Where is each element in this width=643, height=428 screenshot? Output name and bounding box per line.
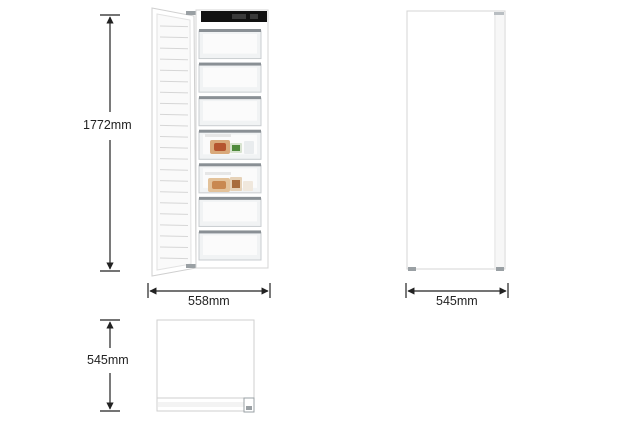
door-shelf-line <box>159 91 189 94</box>
width-open-dimension <box>147 283 271 298</box>
drawer-rim-2 <box>199 62 261 66</box>
door-shelf-line <box>159 235 189 238</box>
door-shelf-line <box>159 36 189 39</box>
door-shelf-line <box>159 257 189 260</box>
freezer-closed-front <box>406 10 506 271</box>
door-shelf-line <box>159 191 189 193</box>
door-shelf-line <box>159 213 189 215</box>
top-view-body <box>156 319 255 412</box>
foot-right <box>496 267 504 271</box>
depth-dimension <box>100 319 120 412</box>
bottom-hinge <box>186 264 196 268</box>
width-open-label: 558mm <box>188 294 230 308</box>
door-shelf-line <box>159 246 189 249</box>
door-shelf-line <box>159 158 189 160</box>
drawer-rim-6 <box>199 196 261 200</box>
width-closed-dimension <box>405 283 509 298</box>
door-shelf-line <box>159 124 189 127</box>
depth-label: 545mm <box>87 353 129 367</box>
height-dimension <box>100 14 120 272</box>
door-shelves <box>159 25 189 260</box>
door-shelf-line <box>159 147 189 149</box>
drawer-rim-4 <box>199 129 261 133</box>
drawer-rim-1 <box>199 29 261 32</box>
door-shelf-line <box>159 102 189 105</box>
freezer-open-front <box>151 7 269 277</box>
freezer-top-view <box>156 319 255 413</box>
top-hinge <box>186 11 196 15</box>
food-items-drawer-5 <box>205 172 253 192</box>
drawer-interior-7 <box>203 235 257 255</box>
door-shelf-line <box>159 69 189 72</box>
door-shelf-line <box>159 47 189 50</box>
freezer-drawers <box>198 29 262 261</box>
door-shelf-line <box>159 113 189 116</box>
drawer-interior-2 <box>203 67 257 88</box>
width-closed-label: 545mm <box>436 294 478 308</box>
drawer-interior-1 <box>203 34 257 54</box>
top-view-hinge <box>243 397 255 413</box>
door-shelf-line <box>159 224 189 226</box>
door-shelf-line <box>159 80 189 83</box>
door-shelf-line <box>159 25 189 28</box>
door-shelf-line <box>159 58 189 61</box>
door-shelf-line <box>159 180 189 182</box>
closed-door <box>406 10 506 270</box>
door-shelf-line <box>159 202 189 204</box>
drawer-interior-6 <box>203 201 257 222</box>
door-shelf-line <box>159 169 189 171</box>
drawer-interior-3 <box>203 101 257 121</box>
door-shelf-line <box>159 135 189 138</box>
drawer-rim-3 <box>199 96 261 100</box>
height-label: 1772mm <box>83 118 132 132</box>
drawer-rim-5 <box>199 163 261 167</box>
food-items-drawer-4 <box>205 134 254 154</box>
foot-left <box>408 267 416 271</box>
drawer-rim-7 <box>199 230 261 234</box>
